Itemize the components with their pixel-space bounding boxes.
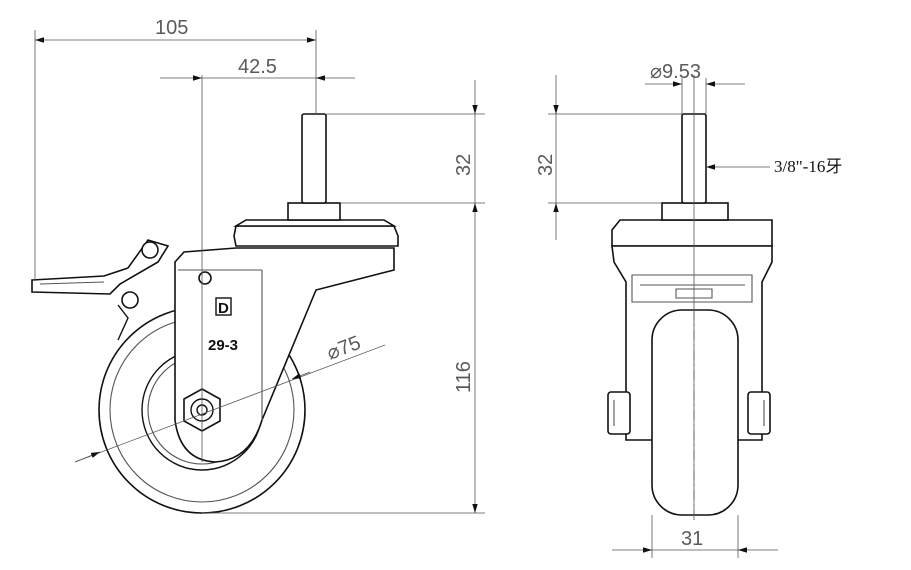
dim-overall-length: 105 (34, 17, 317, 280)
side-bracket (174, 247, 395, 463)
dim-overall-height-label: 116 (453, 361, 475, 393)
dim-stem-diameter: ⌀9.53 (645, 61, 745, 114)
side-rivet (198, 271, 212, 285)
side-brake-pedal (31, 239, 170, 341)
bracket-code: 29-3 (208, 337, 238, 354)
dim-stem-length-side: 32 (326, 80, 485, 204)
thread-callout-label: 3/8"-16牙 (774, 157, 842, 176)
dim-wheel-width: 31 (612, 515, 778, 558)
bracket-logo: D (218, 300, 229, 317)
bracket-logo-frame (215, 297, 232, 316)
dim-stem-length-front-label: 32 (535, 154, 557, 176)
front-wheel (651, 309, 739, 516)
dim-overall-length-label: 105 (155, 17, 188, 39)
dim-wheel-diameter-label: ⌀75 (324, 332, 364, 365)
front-top-plate (611, 202, 773, 247)
side-top-plate (233, 202, 399, 247)
dim-stem-diameter-label: ⌀9.53 (650, 61, 701, 83)
dim-stem-length-side-label: 32 (453, 154, 475, 176)
dim-wheel-width-label: 31 (681, 528, 703, 550)
dim-stem-offset: 42.5 (160, 56, 355, 81)
front-axle (607, 391, 771, 435)
dim-stem-length-front: 32 (535, 75, 682, 240)
dim-stem-offset-label: 42.5 (238, 56, 277, 78)
side-stem (301, 113, 327, 204)
side-view: D 29-3 105 42.5 32 (31, 17, 485, 514)
dim-overall-height: 116 (202, 203, 485, 514)
thread-callout: 3/8"-16牙 (706, 157, 842, 176)
front-view: ⌀9.53 32 3/8"-16牙 31 (535, 61, 842, 558)
